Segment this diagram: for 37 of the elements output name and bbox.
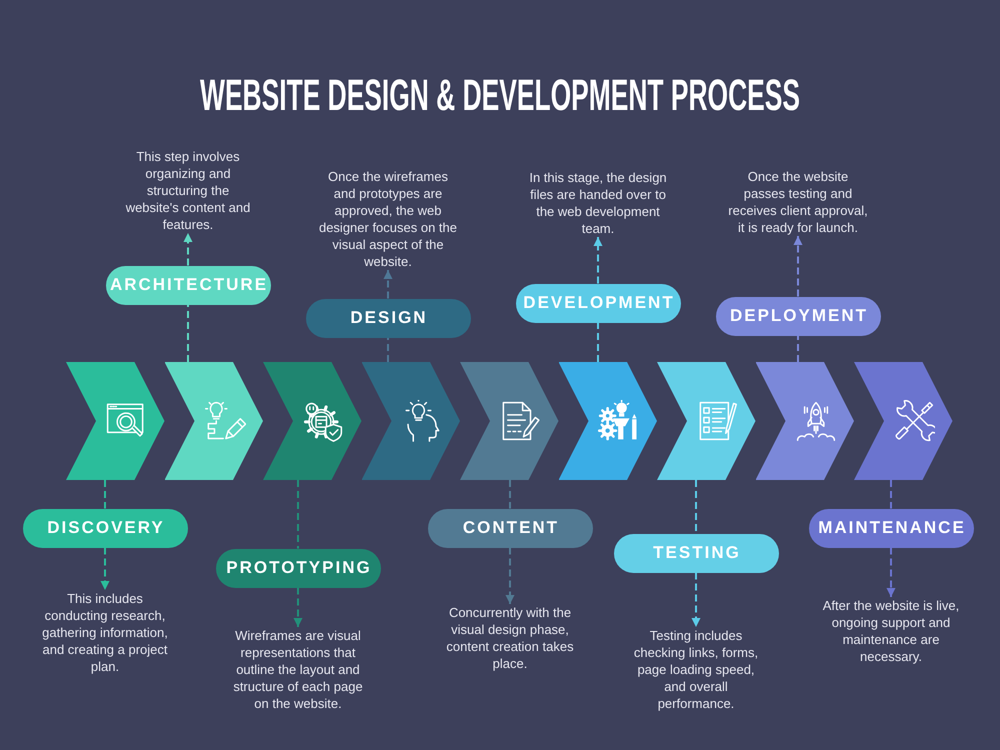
stage-pill: DEVELOPMENT (516, 284, 680, 322)
dashed-line (797, 336, 799, 362)
dashed-line (509, 480, 511, 508)
dashed-arrow (100, 548, 110, 590)
dashed-arrow (794, 236, 802, 296)
step-description: Once the wireframes and prototypes are approved, the web designer focuses on the visual aspect of the website. (318, 168, 458, 270)
step-description: Testing includes checking links, forms, page loading speed, and overall performance. (630, 627, 762, 712)
dashed-arrow (506, 548, 514, 604)
dashed-arrow (184, 233, 192, 266)
dashed-arrow (594, 237, 602, 284)
stage-pill: DISCOVERY (22, 508, 188, 548)
dashed-line (387, 338, 389, 362)
stage-pill: DEPLOYMENT (716, 296, 880, 336)
stage-pill: PROTOTYPING (216, 548, 380, 588)
step-description: This step involves organizing and structuring the website's content and features. (123, 148, 253, 233)
step-description: Wireframes are visual representations that outline the layout and structure of each page on the website. (230, 627, 366, 712)
stage-pill: MAINTENANCE (808, 508, 974, 548)
dashed-arrow (384, 270, 392, 298)
dashed-line (187, 304, 189, 362)
stage-pill: DESIGN (306, 298, 470, 338)
step-description: Once the website passes testing and receives client approval, it is ready for launch. (727, 168, 869, 236)
dashed-line (104, 480, 106, 508)
step-description: Concurrently with the visual design phase, content creation takes place. (443, 604, 577, 672)
stage-pill: ARCHITECTURE (106, 266, 270, 304)
dashed-line (597, 322, 599, 362)
dashed-line (890, 480, 892, 508)
title: WEBSITE DESIGN & DEVELOPMENT PROCESS (200, 72, 800, 120)
step-description: In this stage, the design files are handed over to the web development team. (528, 169, 668, 237)
step-description: This includes conducting research, gathering information, and creating a project plan. (39, 590, 171, 675)
dashed-line (695, 480, 697, 534)
step-description: After the website is live, ongoing support and maintenance are necessary. (820, 597, 962, 665)
dashed-arrow (692, 572, 700, 627)
stage-pill: CONTENT (428, 508, 592, 548)
dashed-line (297, 480, 299, 548)
dashed-arrow (886, 548, 896, 597)
dashed-arrow (294, 588, 302, 627)
stage-pill: TESTING (614, 534, 778, 572)
